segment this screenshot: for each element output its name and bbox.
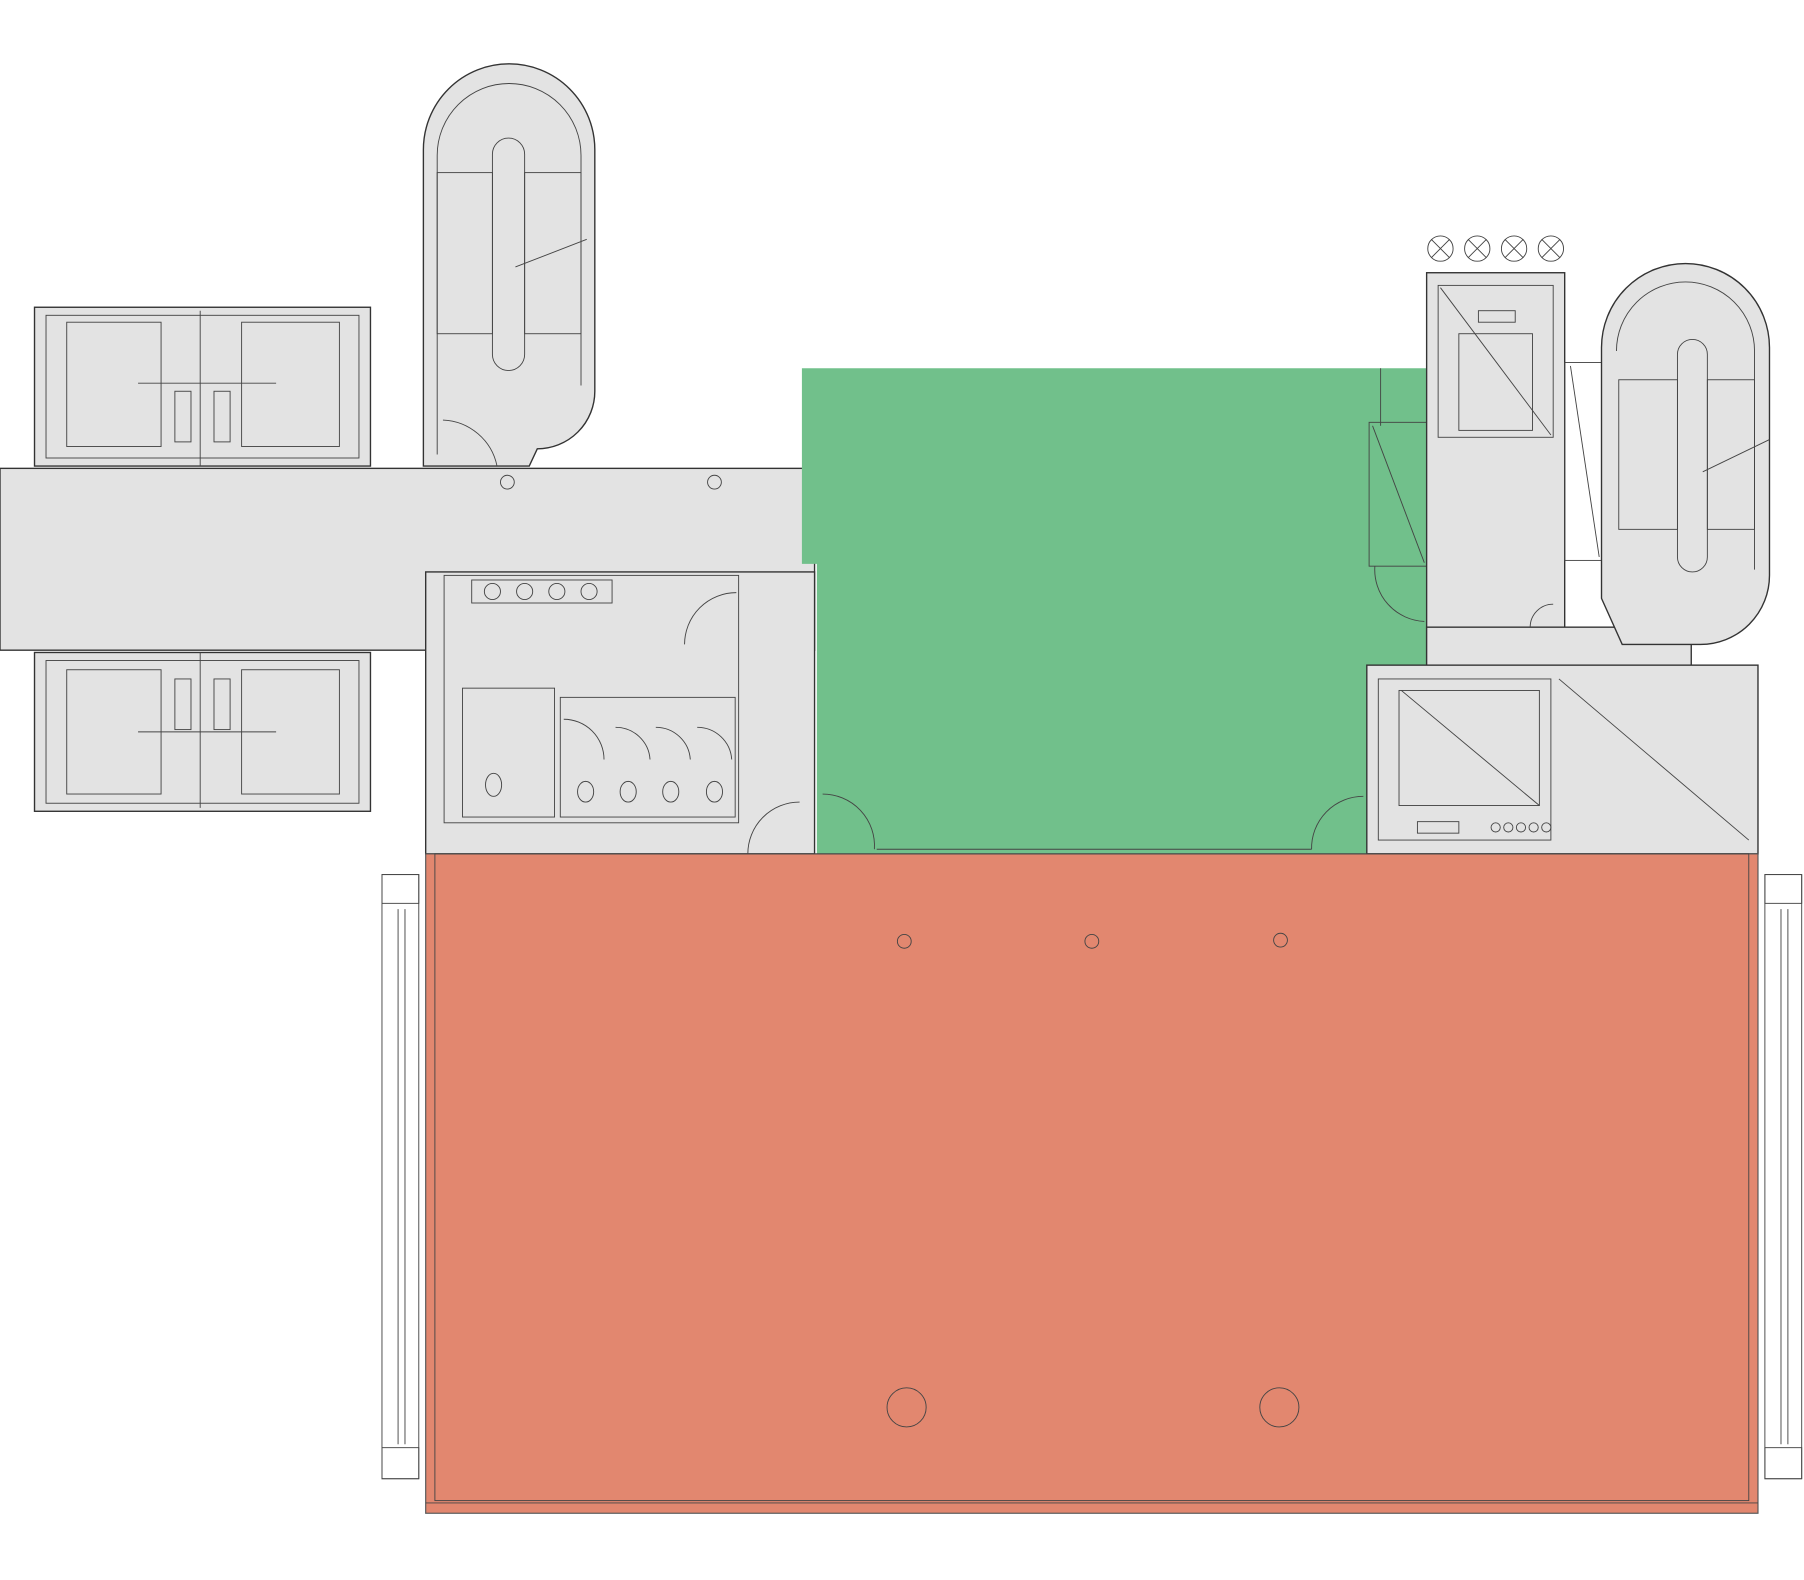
stair-left [422,63,596,467]
columns [886,932,1300,1428]
elevator-bank-top [33,306,372,467]
elevator-bank-bottom [33,651,372,812]
green-zone [801,368,1427,854]
stair-right [1600,262,1771,646]
column [500,474,515,490]
lift-lobby-right [1366,664,1759,899]
fans [1427,235,1565,262]
service-core-right [1425,272,1692,669]
column [707,474,722,490]
red-zone [425,853,1759,1514]
restroom-block [424,571,816,855]
side-rail-left [381,874,420,1480]
side-rail-right [1764,874,1803,1480]
